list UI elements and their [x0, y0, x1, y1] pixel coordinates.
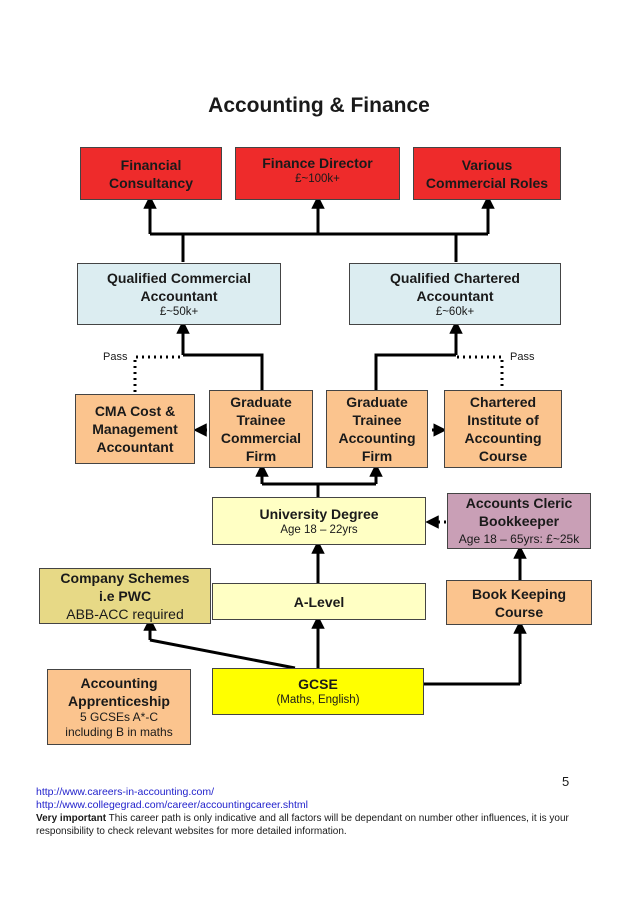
- careers-link[interactable]: http://www.careers-in-accounting.com/: [36, 786, 214, 798]
- cma-box: CMA Cost & Management Accountant: [75, 394, 195, 464]
- cma-line-3: Accountant: [96, 439, 174, 455]
- qualified-chartered-line-2: Accountant: [416, 287, 494, 304]
- apprenticeship-detail-2: including B in maths: [65, 725, 173, 739]
- qualified-chartered-box: Qualified Chartered Accountant £~60k+: [349, 263, 561, 325]
- cma-line-1: CMA Cost &: [94, 403, 176, 419]
- grad-accounting-line-4: Firm: [361, 448, 393, 464]
- grad-accounting-line-2: Trainee: [352, 412, 402, 428]
- page-number: 5: [562, 774, 570, 789]
- qualified-commercial-salary: £~50k+: [159, 305, 199, 318]
- pass-label-left: Pass: [103, 351, 128, 363]
- qualified-commercial-line-2: Accountant: [140, 287, 218, 304]
- grad-commercial-line-3: Commercial: [220, 430, 302, 446]
- grad-commercial-box: Graduate Trainee Commercial Firm: [209, 390, 313, 468]
- page-title: Accounting & Finance: [208, 94, 430, 117]
- grad-accounting-line-1: Graduate: [346, 394, 408, 410]
- university-box: University Degree Age 18 – 22yrs: [212, 497, 426, 545]
- apprenticeship-detail-1: 5 GCSEs A*-C: [79, 710, 159, 724]
- a-level-name: A-Level: [293, 593, 345, 610]
- finance-director-box: Finance Director £~100k+: [235, 147, 400, 200]
- qualified-commercial-line-1: Qualified Commercial: [107, 269, 251, 286]
- chartered-course-box: Chartered Institute of Accounting Course: [444, 390, 562, 468]
- qualified-chartered-line-1: Qualified Chartered: [390, 269, 520, 286]
- a-level-box: A-Level: [212, 583, 426, 620]
- disclaimer-bold: Very important: [36, 813, 107, 824]
- company-schemes-box: Company Schemes i.e PWC ABB-ACC required: [39, 568, 211, 624]
- finance-director-salary: £~100k+: [295, 173, 340, 185]
- chartered-course-line-1: Chartered: [469, 394, 537, 410]
- qualified-chartered-salary: £~60k+: [435, 305, 475, 318]
- apprenticeship-line-2: Apprenticeship: [68, 693, 170, 709]
- finance-director-name: Finance Director: [262, 155, 373, 171]
- grad-accounting-up-line: [374, 353, 456, 390]
- disclaimer-note: Very important This career path is only …: [36, 812, 576, 838]
- grad-commercial-line-2: Trainee: [236, 412, 286, 428]
- various-roles-box: Various Commercial Roles: [413, 147, 561, 200]
- pass-dotted-left: [133, 355, 183, 392]
- grad-accounting-box: Graduate Trainee Accounting Firm: [326, 390, 428, 468]
- accounts-cleric-line-2: Bookkeeper: [478, 513, 560, 529]
- grad-commercial-up-line: [183, 353, 264, 390]
- financial-consultancy-line-1: Financial: [120, 156, 182, 173]
- accounts-cleric-line-1: Accounts Cleric: [465, 495, 573, 511]
- cma-line-2: Management: [92, 421, 178, 437]
- book-keeping-box: Book Keeping Course: [446, 580, 592, 625]
- book-keeping-line-1: Book Keeping: [471, 585, 567, 602]
- company-schemes-line-1: Company Schemes: [60, 570, 190, 586]
- university-name: University Degree: [259, 505, 379, 522]
- collegegrad-link[interactable]: http://www.collegegrad.com/career/accoun…: [36, 799, 308, 811]
- gcse-box: GCSE (Maths, English): [212, 668, 424, 715]
- chartered-course-line-4: Course: [478, 448, 528, 464]
- university-detail: Age 18 – 22yrs: [280, 523, 358, 536]
- qualified-commercial-box: Qualified Commercial Accountant £~50k+: [77, 263, 281, 325]
- pass-label-right: Pass: [510, 351, 535, 363]
- pass-dotted-right: [456, 355, 504, 392]
- disclaimer-text: This career path is only indicative and …: [36, 813, 569, 837]
- various-roles-line-2: Commercial Roles: [425, 174, 549, 191]
- grad-commercial-line-1: Graduate: [230, 394, 292, 410]
- book-keeping-line-2: Course: [494, 603, 544, 620]
- gcse-to-company-line: [149, 638, 296, 670]
- grad-accounting-line-3: Accounting: [338, 430, 416, 446]
- financial-consultancy-line-2: Consultancy: [108, 174, 193, 191]
- apprenticeship-box: Accounting Apprenticeship 5 GCSEs A*-C i…: [47, 669, 191, 745]
- company-schemes-detail: ABB-ACC required: [66, 606, 184, 622]
- accounts-cleric-detail: Age 18 – 65yrs: £~25k: [458, 532, 580, 546]
- gcse-name: GCSE: [298, 676, 338, 692]
- company-schemes-line-2: i.e PWC: [98, 588, 152, 604]
- chartered-course-line-2: Institute of: [467, 412, 539, 428]
- gcse-detail: (Maths, English): [276, 694, 360, 706]
- apprenticeship-line-1: Accounting: [80, 675, 158, 691]
- various-roles-line-1: Various: [461, 156, 513, 173]
- chartered-course-line-3: Accounting: [464, 430, 542, 446]
- accounts-cleric-box: Accounts Cleric Bookkeeper Age 18 – 65yr…: [447, 493, 591, 549]
- grad-commercial-line-4: Firm: [245, 448, 277, 464]
- financial-consultancy-box: Financial Consultancy: [80, 147, 222, 200]
